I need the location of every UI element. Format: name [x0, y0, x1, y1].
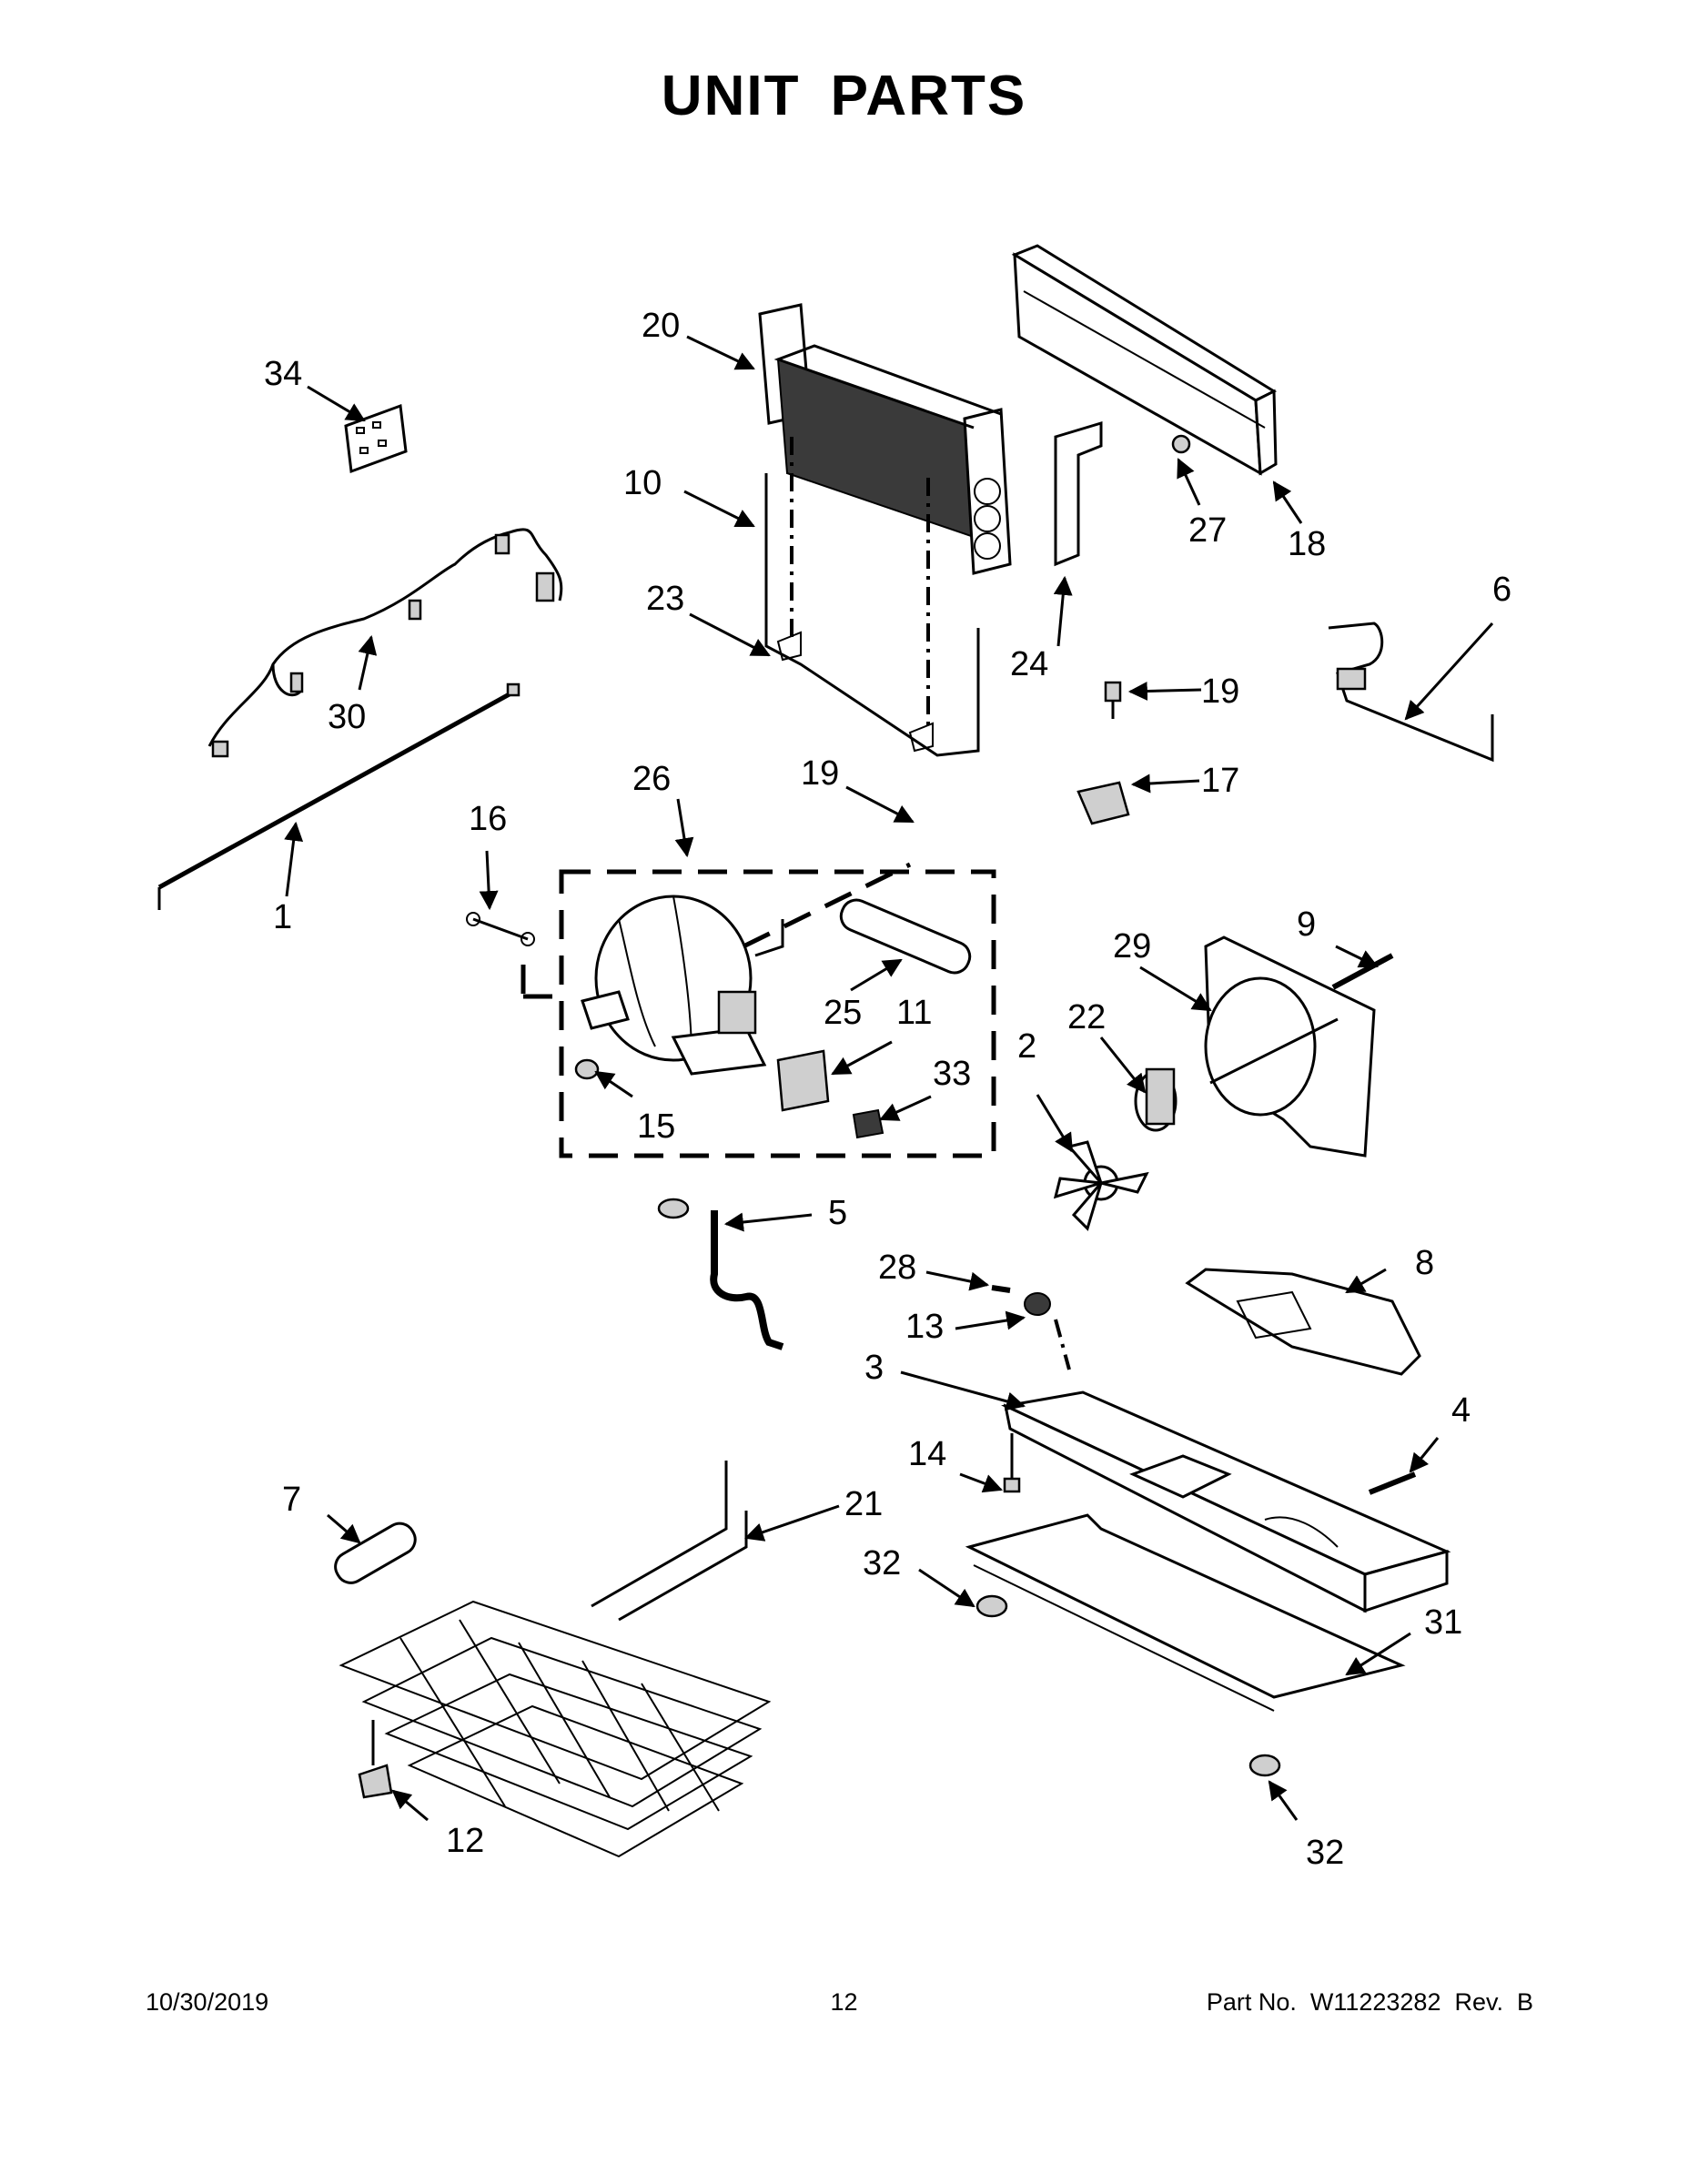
callout-20: 20: [642, 307, 680, 345]
callout-2: 2: [1017, 1027, 1036, 1066]
callout-21: 21: [844, 1485, 883, 1523]
callout-6: 6: [1492, 571, 1511, 609]
part-20-condenser: [758, 303, 1012, 575]
part-8-tray: [1185, 1268, 1421, 1376]
part-5-drain-tube: [657, 1198, 784, 1350]
leader-arrows: [284, 335, 1494, 1822]
callout-9: 9: [1297, 905, 1316, 944]
part-27-screw: [1171, 434, 1191, 454]
part-19-screw-upper: [1104, 681, 1122, 719]
callout-16: 16: [469, 800, 507, 838]
part-26-compressor-assembly: [521, 862, 996, 1158]
part-12-clip: [358, 1720, 393, 1799]
part-34-control-board: [344, 403, 408, 474]
footer-page-number: 12: [830, 1988, 858, 2016]
part-11-relay: [776, 1049, 830, 1112]
part-10-23-tubing: [764, 437, 980, 757]
callout-1: 1: [273, 898, 292, 936]
callout-3: 3: [864, 1349, 884, 1387]
part-4-screw: [1368, 1471, 1417, 1495]
part-17-clip: [1076, 781, 1130, 825]
callout-30: 30: [328, 698, 366, 736]
part-16-clip: [466, 912, 535, 946]
callout-32a: 32: [863, 1544, 901, 1582]
part-18-cover: [1011, 244, 1278, 476]
callout-14: 14: [908, 1435, 946, 1473]
callout-10: 10: [623, 464, 662, 502]
callout-29: 29: [1113, 927, 1151, 966]
callout-23: 23: [646, 580, 684, 618]
callout-11: 11: [896, 994, 932, 1032]
callout-25: 25: [824, 994, 862, 1032]
callout-33: 33: [933, 1055, 971, 1093]
callout-32b: 32: [1306, 1834, 1344, 1872]
callout-26: 26: [632, 760, 671, 798]
callout-5: 5: [828, 1194, 847, 1232]
callout-15: 15: [637, 1107, 675, 1146]
callout-31: 31: [1424, 1603, 1462, 1642]
part-13-grommet: [1024, 1292, 1071, 1370]
part-29-fan-shroud: [1204, 935, 1376, 1158]
part-9-screw: [1331, 953, 1394, 990]
part-28-screw: [991, 1285, 1011, 1293]
part-15-grommet: [574, 1058, 600, 1080]
part-32-foot: [975, 1594, 1281, 1777]
part-31-insulation-pad: [965, 1513, 1406, 1712]
part-21-evaporator: [339, 1461, 772, 1858]
callout-19a: 19: [1201, 672, 1239, 711]
callout-7: 7: [282, 1481, 301, 1519]
callout-18: 18: [1288, 525, 1326, 563]
callout-4: 4: [1451, 1391, 1471, 1430]
callout-8: 8: [1415, 1244, 1434, 1282]
part-7-foam-tube: [334, 1522, 417, 1584]
part-25-drier: [839, 898, 972, 975]
part-30-wire-harness: [207, 528, 563, 758]
part-1-tube: [157, 682, 521, 910]
part-24-bracket: [1054, 420, 1103, 567]
callout-24: 24: [1010, 645, 1048, 683]
callout-27: 27: [1188, 511, 1227, 550]
page-title: UNIT PARTS: [661, 65, 1027, 127]
part-2-fan-blade: [1053, 1140, 1149, 1231]
compressor: [581, 895, 784, 1076]
callout-12: 12: [446, 1822, 484, 1860]
callout-28: 28: [878, 1249, 916, 1287]
callout-34: 34: [264, 355, 302, 393]
part-3-base-plate: [1001, 1390, 1451, 1613]
part-14-screw: [1003, 1433, 1021, 1493]
callout-19b: 19: [801, 754, 839, 793]
part-6-tube-assembly: [1328, 622, 1494, 763]
part-33-cover: [852, 1108, 884, 1139]
footer-part-number: Part No. W11223282 Rev. B: [1206, 1988, 1533, 2016]
callout-22: 22: [1067, 998, 1106, 1036]
footer-date: 10/30/2019: [146, 1988, 269, 2016]
callout-13: 13: [905, 1308, 944, 1346]
callout-17: 17: [1201, 762, 1239, 800]
part-22-fan-motor: [1134, 1067, 1178, 1132]
callout-labels: 34 20 10 23 24 27 18 6 19 17 30 1 26 19 …: [264, 307, 1511, 1872]
